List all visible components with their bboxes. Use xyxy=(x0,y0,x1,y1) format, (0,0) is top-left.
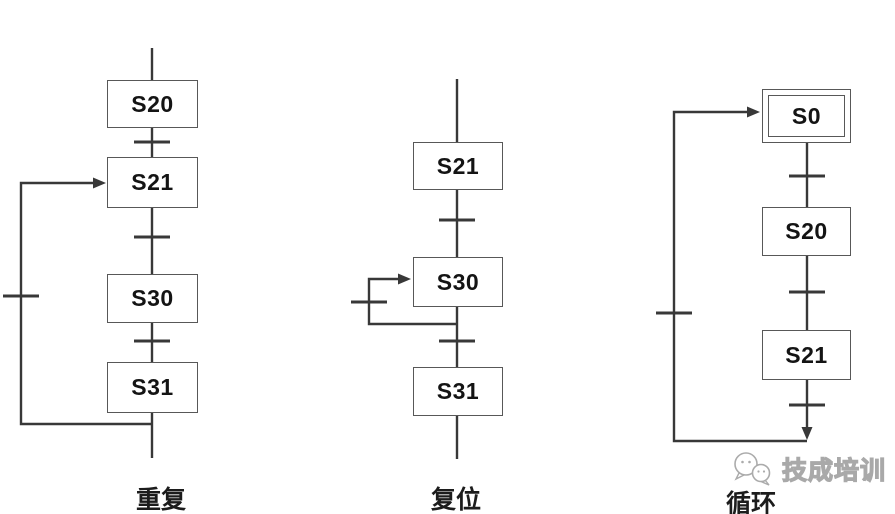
watermark: 技成培训 xyxy=(729,449,886,489)
state-box-s31: S31 xyxy=(413,367,503,416)
state-box-s30: S30 xyxy=(107,274,198,323)
state-label: S21 xyxy=(436,152,480,179)
arrowhead-down-icon xyxy=(801,427,813,440)
state-label: S20 xyxy=(785,218,828,244)
state-label: S30 xyxy=(436,268,480,295)
wires-diagram-loop xyxy=(656,106,825,443)
state-label: S21 xyxy=(785,341,828,368)
state-box-s31: S31 xyxy=(107,362,198,413)
wires-diagram-reset xyxy=(351,79,475,459)
state-box-s0-initial: S0 xyxy=(762,89,851,143)
diagram-label-reset: 复位 xyxy=(430,485,481,514)
diagram-label-loop: 循环 xyxy=(725,489,776,514)
jump-back-line xyxy=(19,181,152,426)
state-box-s21: S21 xyxy=(762,330,851,380)
state-label: S31 xyxy=(436,378,480,404)
state-box-s30: S30 xyxy=(413,257,503,307)
state-label: S30 xyxy=(131,285,174,311)
state-label: S31 xyxy=(131,374,174,400)
state-label: S21 xyxy=(131,169,174,195)
arrowhead-right-icon xyxy=(93,177,106,189)
wires-diagram-repeat xyxy=(3,48,170,458)
arrowhead-right-icon xyxy=(747,106,760,118)
state-box-s20: S20 xyxy=(762,207,851,256)
diagram-label-repeat: 重复 xyxy=(135,485,186,514)
loop-back-line xyxy=(672,110,807,443)
chat-bubbles-logo-icon xyxy=(734,452,771,486)
state-label: S0 xyxy=(791,102,822,129)
state-label: S20 xyxy=(131,90,174,117)
state-box-s21: S21 xyxy=(107,157,198,208)
arrowhead-right-icon xyxy=(398,273,411,285)
state-box-s21: S21 xyxy=(413,142,503,190)
state-box-s20: S20 xyxy=(107,80,198,128)
initial-state-inner-border: S0 xyxy=(768,95,845,137)
watermark-text: 技成培训 xyxy=(781,455,887,485)
